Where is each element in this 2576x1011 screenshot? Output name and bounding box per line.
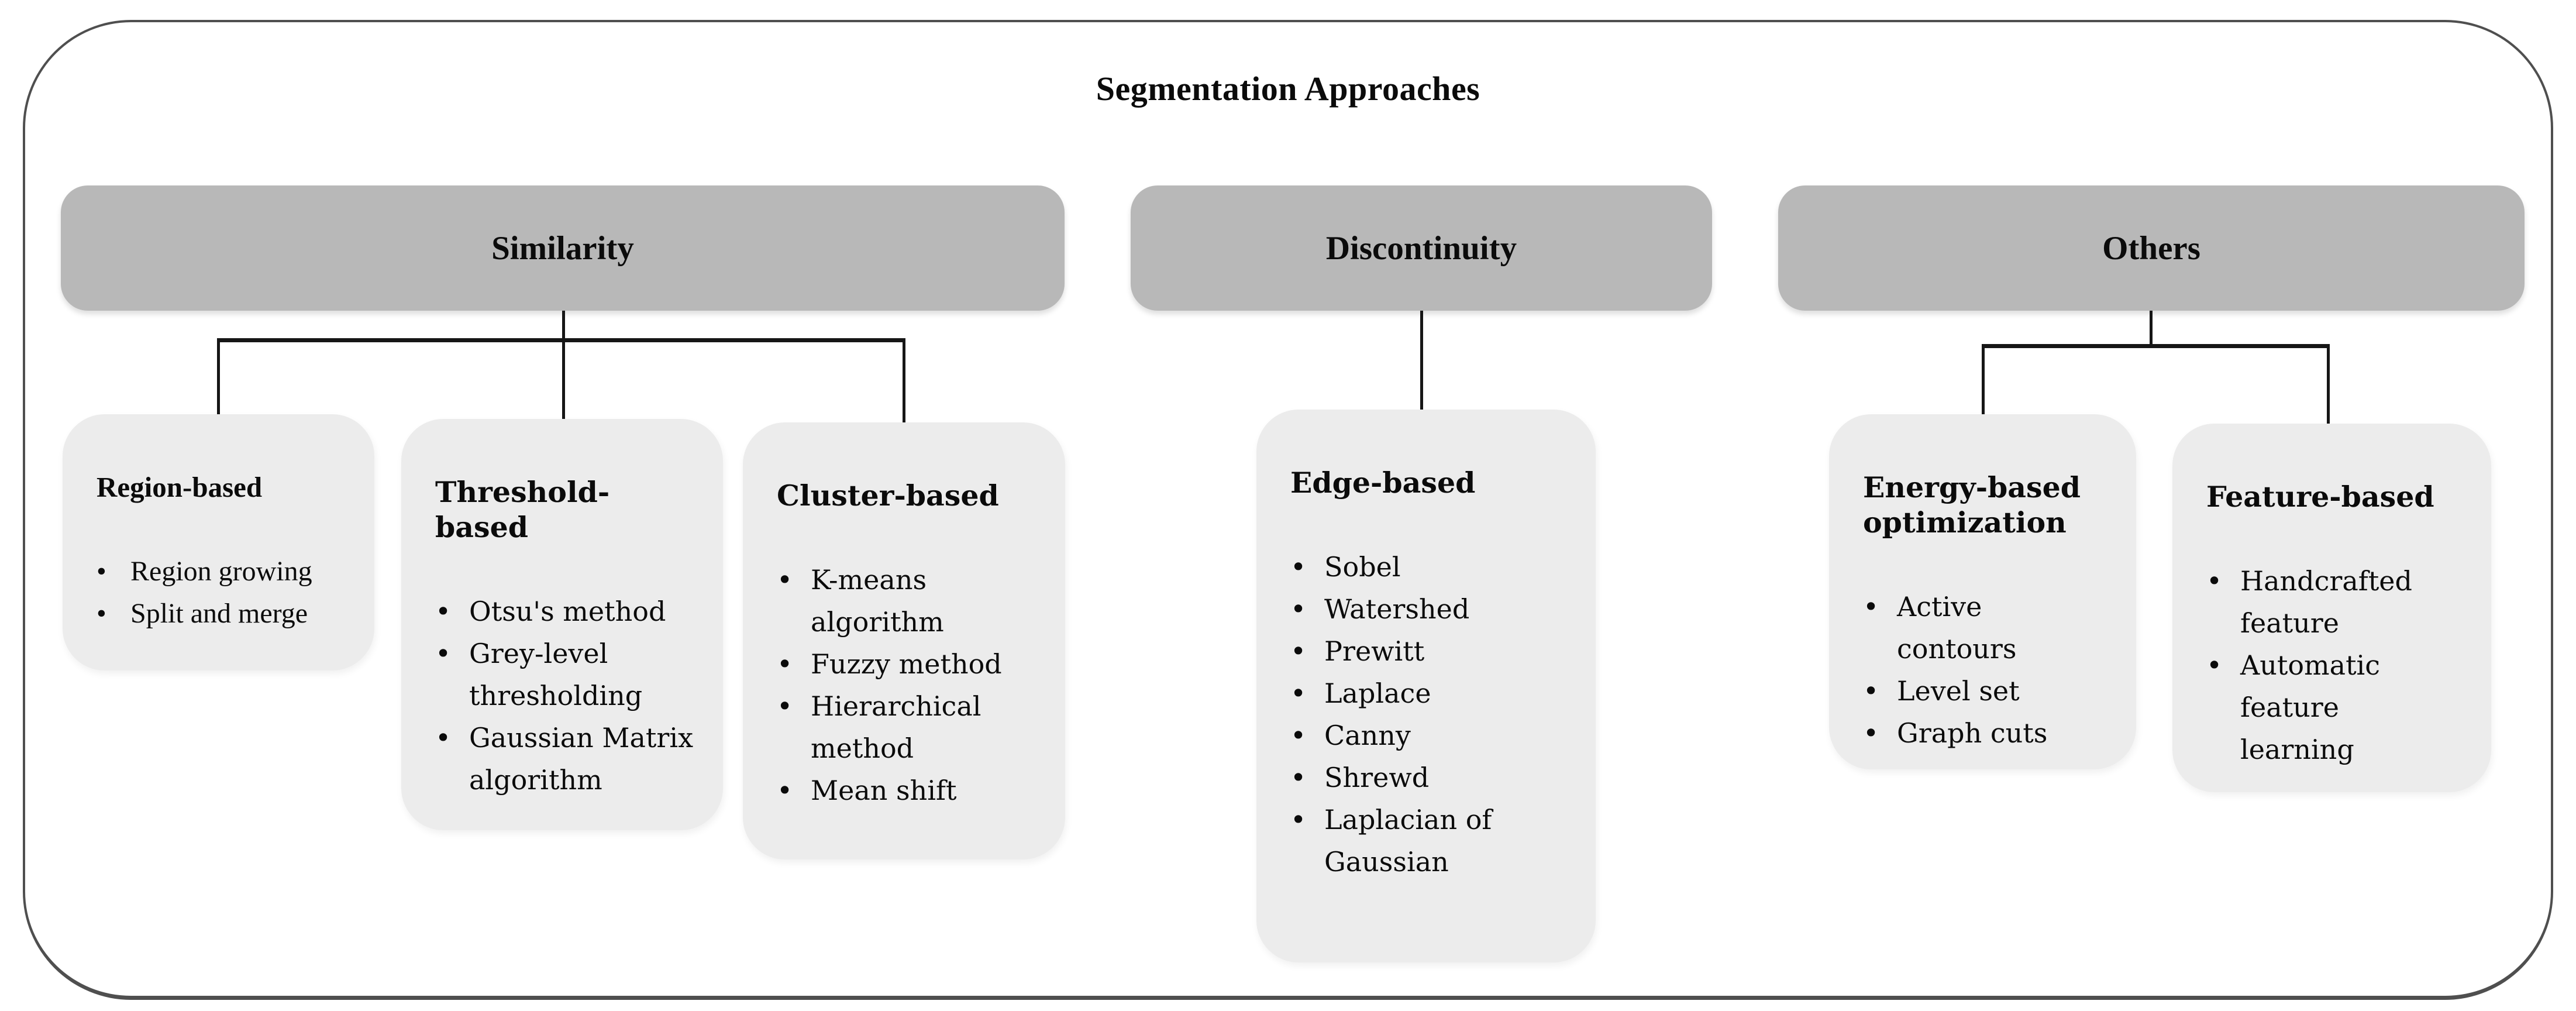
list-item: Watershed [1290,588,1566,630]
method-box-threshold-based: Threshold-based Otsu's method Grey-level… [401,419,723,830]
connector-others-drop-right [2327,347,2330,425]
list-item: Automatic feature learning [2206,644,2462,771]
method-box-edge-based: Edge-based Sobel Watershed Prewitt Lapla… [1256,410,1596,962]
method-box-cluster-based: Cluster-based K-means algorithm Fuzzy me… [743,422,1065,859]
list-item: Gaussian Matrix algorithm [435,717,694,801]
method-list: Active contours Level set Graph cuts [1863,586,2107,754]
list-item: Fuzzy method [777,643,1036,685]
category-label: Similarity [491,229,634,267]
method-box-title: Threshold-based [435,475,610,544]
method-box-title: Cluster-based [777,479,999,513]
category-label: Discontinuity [1325,229,1517,267]
method-list: Region growing Split and merge [97,551,345,635]
list-item: Shrewd [1290,756,1566,799]
category-header-discontinuity: Discontinuity [1131,185,1712,311]
method-list: K-means algorithm Fuzzy method Hierarchi… [777,559,1036,811]
diagram-title: Segmentation Approaches [1096,70,1480,108]
method-box-title: Edge-based [1290,466,1476,500]
list-item: Graph cuts [1863,712,2107,754]
diagram-outer-border [23,20,2553,1000]
connector-similarity-stem [562,311,565,420]
list-item: Handcrafted feature [2206,560,2462,644]
method-list: Handcrafted feature Automatic feature le… [2206,560,2462,771]
list-item: Laplacian of Gaussian [1290,799,1566,883]
list-item: Active contours [1863,586,2107,670]
list-item: K-means algorithm [777,559,1036,643]
list-item: Grey-level thresholding [435,632,694,717]
connector-others-drop-left [1982,347,1985,415]
list-item: Region growing [97,551,345,593]
list-item: Sobel [1290,546,1566,588]
method-box-title: Region-based [97,471,263,503]
list-item: Laplace [1290,672,1566,714]
list-item: Prewitt [1290,630,1566,672]
connector-similarity-drop-left [217,341,220,415]
category-label: Others [2102,229,2200,267]
list-item: Canny [1290,714,1566,756]
category-header-similarity: Similarity [61,185,1065,311]
connector-similarity-crossbar [217,338,905,342]
list-item: Level set [1863,670,2107,712]
method-box-title: Feature-based [2206,480,2434,514]
connector-discontinuity-stem [1420,311,1423,411]
connector-similarity-drop-right [903,341,905,424]
list-item: Otsu's method [435,590,694,632]
list-item: Mean shift [777,769,1036,811]
method-box-region-based: Region-based Region growing Split and me… [63,414,374,670]
list-item: Split and merge [97,593,345,635]
method-box-energy-based-optimization: Energy-based optimization Active contour… [1829,414,2136,769]
method-box-feature-based: Feature-based Handcrafted feature Automa… [2172,424,2491,792]
method-box-title: Energy-based optimization [1863,470,2081,539]
list-item: Hierarchical method [777,685,1036,769]
connector-others-crossbar [1982,344,2330,348]
method-list: Otsu's method Grey-level thresholding Ga… [435,590,694,801]
category-header-others: Others [1778,185,2525,311]
connector-others-stem [2150,311,2153,348]
method-list: Sobel Watershed Prewitt Laplace Canny Sh… [1290,546,1566,883]
